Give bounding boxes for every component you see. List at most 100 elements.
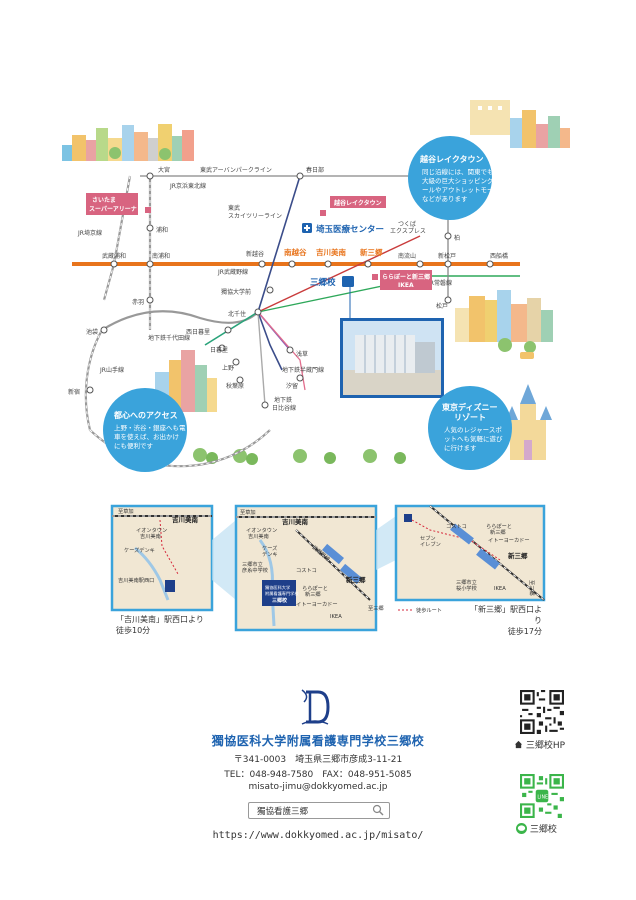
svg-text:至草加: 至草加 [118, 507, 134, 515]
label-jr-saikyo: JR埼京線 [77, 229, 102, 237]
local-map-shin-misato: コストコ セブン イレブン ららぽーと 新三郷 イトーヨーカドー 新三郷 三郷市… [394, 504, 546, 602]
svg-text:セブン: セブン [420, 534, 436, 542]
station-ueno: 上野 [222, 364, 234, 372]
station-kitasenju: 北千住 [228, 310, 246, 318]
svg-text:都心へのアクセス: 都心へのアクセス [113, 410, 178, 420]
svg-text:スーパーアリーナ: スーパーアリーナ [89, 205, 137, 213]
walking-route-legend: 徒歩ルート [416, 606, 442, 614]
station-dokkyo: 獨協大学前 [221, 288, 251, 296]
label-metro-hibiya-1: 地下鉄 [274, 396, 292, 404]
line-qr-center-text: LINE [537, 794, 548, 800]
station-minami-urawa: 南浦和 [152, 252, 170, 260]
badge-lalaport-ikea: ららぽーと新三郷 IKEA [372, 270, 432, 290]
svg-text:同じ沿線には、関東でも屈: 同じ沿線には、関東でも屈 [422, 167, 500, 176]
search-icon [372, 804, 384, 816]
svg-text:至草加: 至草加 [240, 508, 256, 516]
svg-text:ットへも気軽に遊び: ットへも気軽に遊び [444, 434, 503, 443]
campus-building-photo [340, 318, 444, 398]
label-jr-musashino: JR武蔵野線 [217, 268, 248, 276]
svg-text:新三郷: 新三郷 [305, 590, 321, 598]
skytree-line [257, 175, 301, 371]
label-tobu-urban-park: 東武アーバンパークライン [200, 166, 272, 174]
station-shiodome: 汐留 [286, 382, 298, 390]
station-akihabara: 秋葉原 [226, 382, 244, 390]
label-tsukuba: つくば [398, 220, 416, 228]
svg-text:IKEA: IKEA [330, 614, 342, 620]
svg-text:ららぽーと新三郷: ららぽーと新三郷 [382, 273, 430, 281]
svg-text:三郷市立: 三郷市立 [456, 578, 477, 586]
station-minami-koshigaya: 南越谷 [284, 247, 307, 257]
school-logo [301, 689, 330, 725]
medical-center-label: 埼玉医療センター [316, 224, 384, 235]
trees-illustration [193, 448, 406, 465]
asakusa-line [257, 311, 306, 391]
svg-text:イトーヨーカドー: イトーヨーカドー [488, 537, 530, 544]
campus-label: 三郷校 [310, 277, 336, 288]
station-shin-koshigaya: 新越谷 [246, 250, 264, 258]
svg-text:獨協医科大学: 獨協医科大学 [265, 584, 290, 591]
svg-text:新三郷: 新三郷 [490, 528, 506, 536]
castle-illustration [506, 384, 552, 460]
station-matsudo: 松戸 [436, 302, 448, 310]
svg-text:などがあります: などがあります [422, 194, 468, 203]
svg-text:吉川美南駅西口: 吉川美南駅西口 [118, 576, 154, 584]
hp-qr-label: 三郷校HP [514, 738, 565, 751]
local-map-campus-area: 獨協医科大学 附属看護専門学校 三郷校 至草加 吉川美南 イオンタウン 吉川美南… [234, 504, 384, 632]
svg-text:新三郷: 新三郷 [346, 575, 366, 584]
line-qr-label: 三郷校 [516, 822, 557, 835]
svg-text:ールやアウトレットモール: ールやアウトレットモール [422, 186, 501, 194]
station-nishi-nippori: 西日暮里 [186, 328, 210, 336]
station-ikebukuro: 池袋 [86, 328, 98, 336]
label-jr-yamanote: JR山手線 [99, 366, 124, 374]
svg-text:イオンタウン: イオンタウン [246, 526, 277, 534]
caption-yoshikawa: 「吉川美南」駅西口より 徒歩10分 [116, 614, 204, 636]
svg-text:さいたま: さいたま [92, 196, 116, 204]
svg-text:至三郷: 至三郷 [368, 604, 384, 612]
station-urawa: 浦和 [156, 226, 168, 234]
svg-text:にも便利です: にも便利です [114, 441, 154, 450]
station-kashiwa: 柏 [454, 234, 460, 242]
station-shinjuku: 新宿 [68, 388, 80, 396]
svg-text:車を使えば、お出かけ: 車を使えば、お出かけ [114, 432, 179, 441]
skyline-illustration-left [62, 124, 194, 161]
line-qr-text: 三郷校 [529, 825, 557, 835]
svg-text:吉川美南: 吉川美南 [248, 532, 269, 540]
svg-text:ららぽーと: ららぽーと [486, 522, 512, 530]
label-jr-joban: JR常磐線 [427, 279, 452, 287]
svg-text:附属看護専門学校: 附属看護専門学校 [265, 590, 299, 597]
label-express: エクスプレス [390, 228, 426, 235]
svg-text:三郷市立: 三郷市立 [242, 560, 263, 568]
search-box: 獨協看護三郷 [248, 802, 390, 819]
svg-text:IKEA: IKEA [398, 282, 414, 289]
svg-text:人気のレジャースポ: 人気のレジャースポ [444, 425, 502, 434]
skyline-illustration-right [470, 100, 570, 148]
station-minami-nagareyama: 南流山 [398, 252, 416, 260]
caption-shin-misato-line1: 「新三郷」駅西口より [470, 605, 542, 625]
svg-text:吉川美南: 吉川美南 [282, 517, 309, 526]
svg-text:越谷レイクタウン: 越谷レイクタウン [419, 154, 484, 164]
svg-text:彦糸中学校: 彦糸中学校 [242, 566, 268, 574]
school-url: https://www.dokkyomed.ac.jp/misato/ [212, 830, 424, 841]
callout-laketown: 越谷レイクタウン 同じ沿線には、関東でも屈 大級の巨大ショッピングモ ールやアウ… [408, 136, 501, 220]
hp-qr-code [520, 690, 564, 734]
line-qr-code: LINE [520, 774, 564, 818]
station-nippori: 日暮里 [210, 346, 228, 354]
svg-text:ららぽーと: ららぽーと [302, 584, 328, 592]
home-icon [514, 740, 523, 749]
svg-text:イオンタウン: イオンタウン [136, 526, 167, 534]
skyline-illustration-residential [455, 290, 553, 359]
svg-text:ケーズデンキ: ケーズデンキ [124, 546, 155, 554]
tel-fax: TEL：048-948-7580 FAX：048-951-5085 [224, 770, 412, 780]
badge-saitama-super-arena: さいたま スーパーアリーナ [86, 193, 151, 215]
svg-text:イレブン: イレブン [420, 540, 441, 548]
station-shin-matsudo: 新松戸 [438, 252, 456, 260]
svg-text:上野・渋谷・銀座へも電: 上野・渋谷・銀座へも電 [114, 423, 186, 432]
svg-text:IKEA: IKEA [494, 586, 506, 592]
callout-disney: 東京ディズニー リゾート 人気のレジャースポ ットへも気軽に遊び に行けます [428, 386, 512, 470]
label-jr-keihin-tohoku: JR京浜東北線 [169, 182, 206, 190]
school-name: 獨協医科大学附属看護専門学校三郷校 [211, 734, 425, 748]
school-icon [342, 276, 354, 287]
caption-yoshikawa-line2: 徒歩10分 [116, 626, 151, 635]
tsukuba-express-line [257, 235, 421, 313]
svg-text:ケーズ: ケーズ [262, 544, 277, 552]
